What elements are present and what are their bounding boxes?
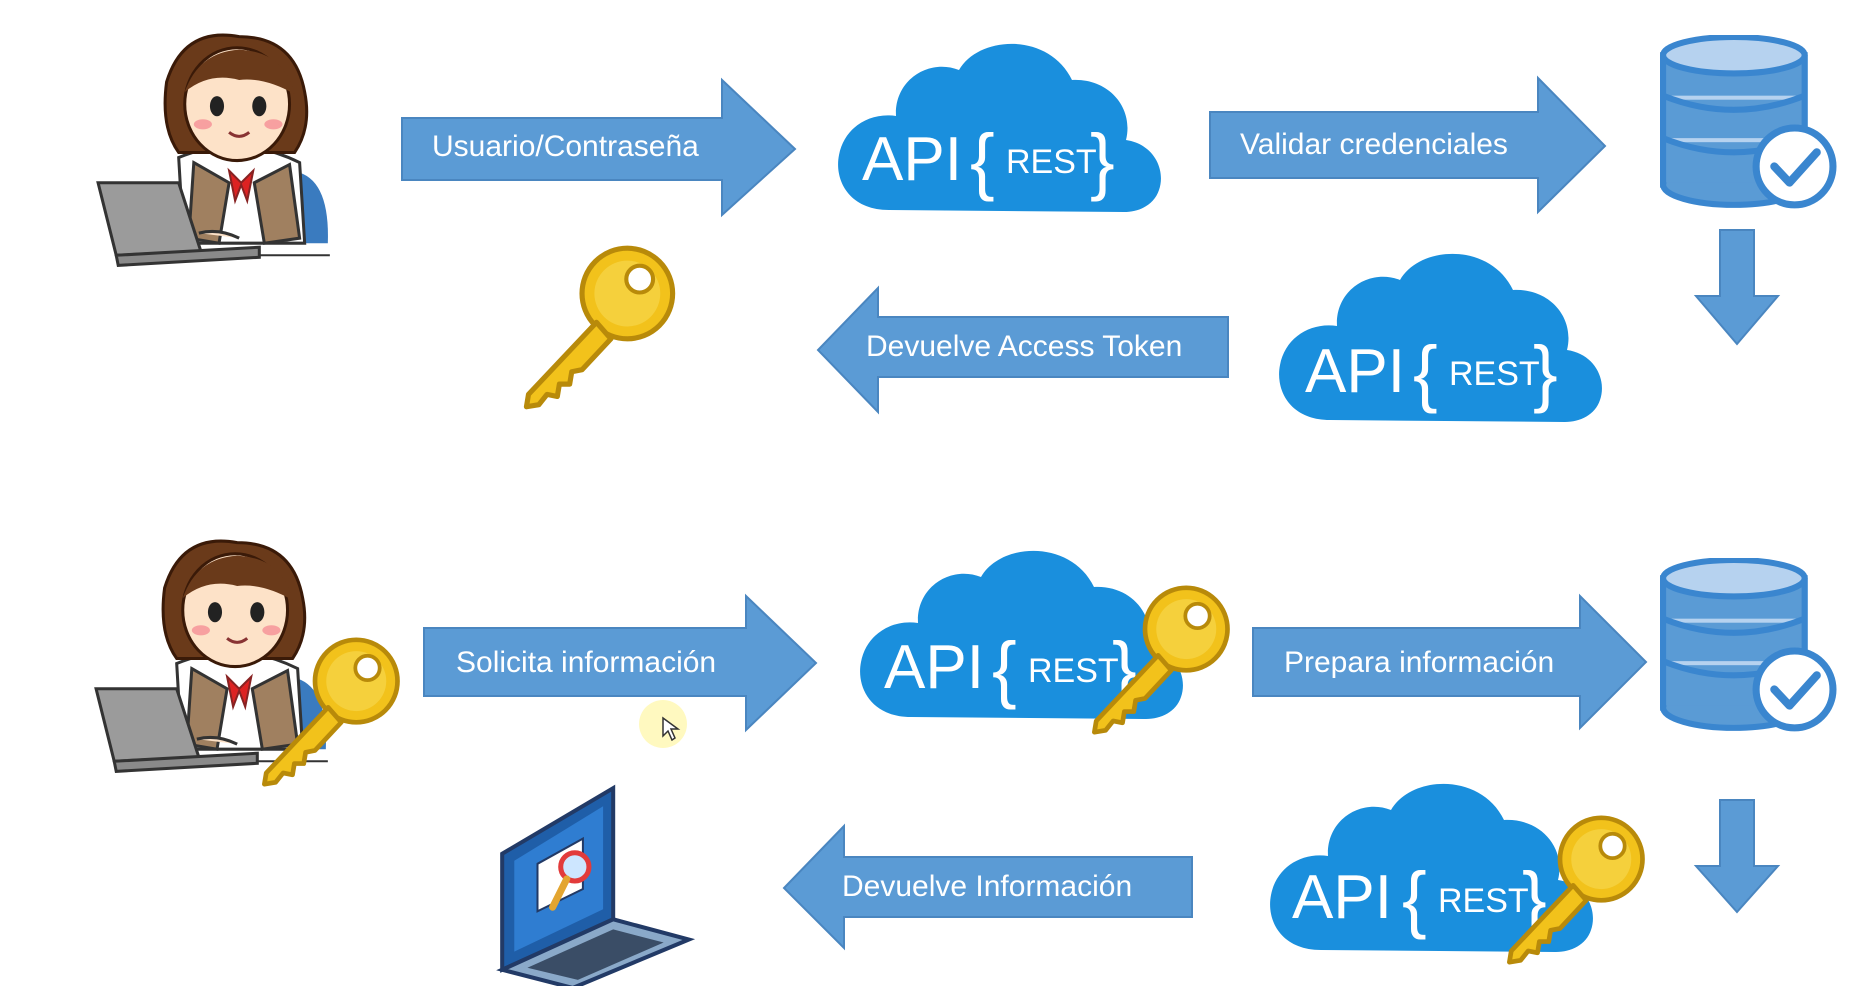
svg-text:{: { xyxy=(1413,331,1438,414)
svg-text:REST: REST xyxy=(1006,143,1097,181)
svg-text:REST: REST xyxy=(1438,882,1529,920)
label-devuelve-informacion: Devuelve Información xyxy=(842,870,1133,903)
svg-text:API: API xyxy=(1292,863,1392,932)
arrow-validar-credenciales xyxy=(1209,75,1607,215)
arrow-devuelve-informacion xyxy=(782,823,1193,951)
api-rest-cloud: API { REST } xyxy=(838,43,1161,212)
svg-text:API: API xyxy=(884,633,984,702)
arrow-usuario-contrasena xyxy=(401,77,797,218)
label-usuario-contrasena: Usuario/Contraseña xyxy=(432,130,699,163)
arrow-prepara-informacion xyxy=(1252,593,1648,731)
user-at-laptop-icon xyxy=(96,33,332,267)
api-rest-cloud-3: API { REST } xyxy=(860,550,1183,719)
svg-text:REST: REST xyxy=(1449,355,1540,393)
svg-text:{: { xyxy=(970,119,995,202)
svg-text:API: API xyxy=(1305,337,1405,406)
arrow-solicita-informacion xyxy=(423,593,818,733)
database-check-icon xyxy=(1663,37,1833,205)
svg-text:{: { xyxy=(1402,857,1427,940)
arrow-down-icon xyxy=(1693,229,1781,346)
label-devuelve-access-token: Devuelve Access Token xyxy=(866,330,1183,363)
svg-text:}: } xyxy=(1533,331,1558,414)
svg-text:REST: REST xyxy=(1028,652,1119,690)
svg-text:API: API xyxy=(862,125,962,194)
database-check-icon-2 xyxy=(1663,560,1833,728)
api-rest-cloud-4: API { REST } xyxy=(1270,783,1593,952)
key-icon xyxy=(526,248,672,407)
laptop-search-icon xyxy=(502,788,689,986)
label-prepara-informacion: Prepara información xyxy=(1284,646,1555,679)
svg-text:}: } xyxy=(1090,119,1115,202)
arrow-down-icon-2 xyxy=(1693,799,1781,914)
api-rest-cloud-2: API { REST } xyxy=(1279,253,1602,422)
user-with-key-icon xyxy=(94,539,397,784)
label-solicita-informacion: Solicita información xyxy=(456,646,717,679)
label-validar-credenciales: Validar credenciales xyxy=(1240,128,1508,161)
svg-text:{: { xyxy=(992,627,1017,710)
arrow-devuelve-access-token xyxy=(816,285,1229,415)
cursor-highlight xyxy=(639,700,687,748)
